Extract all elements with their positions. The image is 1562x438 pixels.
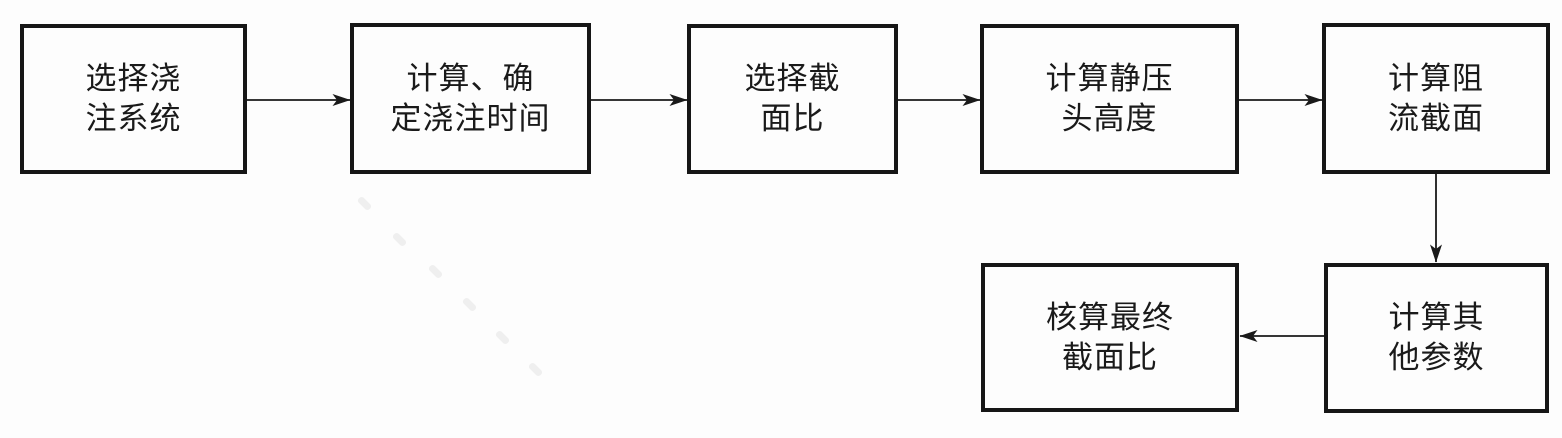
flow-step-calc-other-params: 计算其 他参数 <box>1324 263 1549 413</box>
flow-step-select-gating-system: 选择浇 注系统 <box>20 24 247 174</box>
flow-step-calc-static-head: 计算静压 头高度 <box>980 24 1239 174</box>
flow-step-label: 计算静压 <box>1045 61 1174 97</box>
flow-step-label: 截面比 <box>1062 339 1158 376</box>
flow-step-calc-pouring-time: 计算、确 定浇注时间 <box>350 23 591 174</box>
flow-step-label: 面比 <box>760 101 825 137</box>
flow-step-label: 头高度 <box>1061 101 1158 137</box>
flow-step-label: 核算最终 <box>1046 299 1174 336</box>
flow-step-label: 选择截 <box>744 61 841 97</box>
flow-step-label: 计算阻 <box>1388 60 1484 97</box>
flow-step-check-final-ratio: 核算最终 截面比 <box>981 263 1239 412</box>
flow-step-label: 计算其 <box>1388 300 1485 336</box>
flow-step-label: 计算、确 <box>406 60 535 97</box>
flow-step-select-section-ratio: 选择截 面比 <box>687 24 898 174</box>
flow-step-label: 选择浇 <box>85 61 182 97</box>
flow-step-label: 注系统 <box>85 101 182 137</box>
flow-step-calc-choke-section: 计算阻 流截面 <box>1322 23 1550 174</box>
flow-step-label: 流截面 <box>1388 100 1484 137</box>
flow-step-label: 定浇注时间 <box>390 100 551 137</box>
flow-step-label: 他参数 <box>1388 340 1485 376</box>
